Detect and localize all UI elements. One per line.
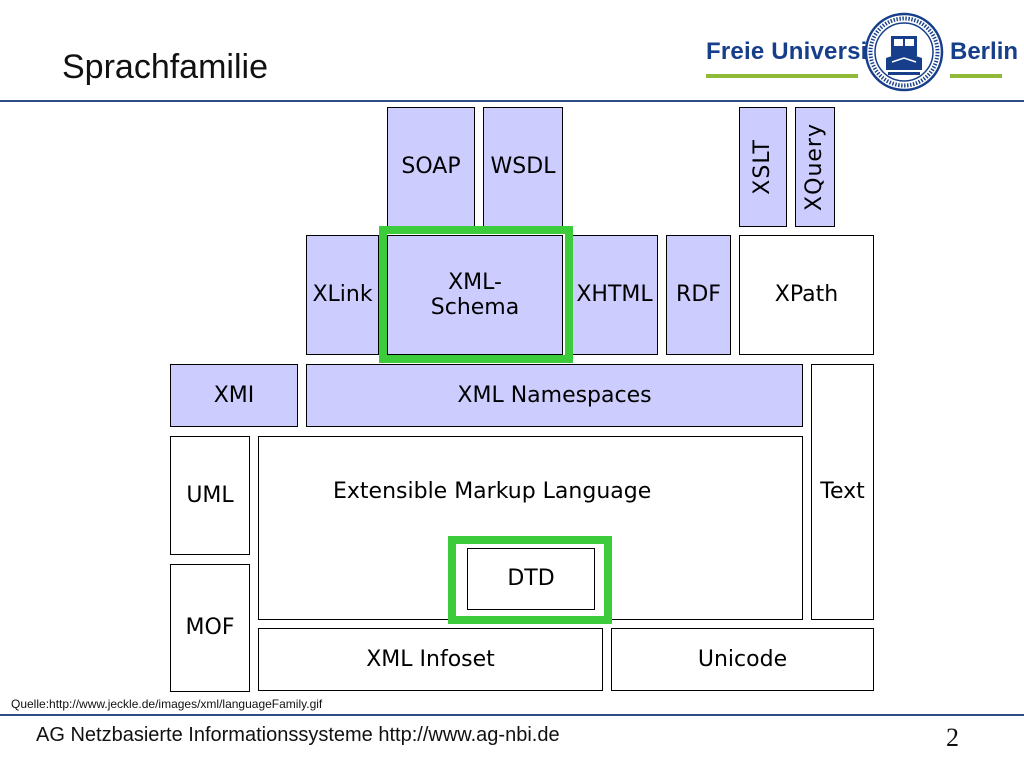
slide-title: Sprachfamilie [62,48,268,86]
header-rule [0,100,1024,102]
box-xml-namespaces: XML Namespaces [306,364,803,427]
label-text: Text [820,479,865,505]
box-xlink: XLink [306,235,379,355]
box-xml-schema: XML- Schema [387,235,563,355]
label-xml: Extensible Markup Language [333,479,652,504]
box-dtd: DTD [467,548,595,610]
label-rdf: RDF [676,282,721,308]
box-uml: UML [170,436,250,555]
box-xhtml: XHTML [571,235,658,355]
label-dtd: DTD [507,566,555,592]
label-xhtml: XHTML [576,282,653,308]
label-xlink: XLink [312,282,373,308]
label-wsdl: WSDL [490,154,556,180]
label-xslt: XSLT [750,139,776,195]
label-xml-schema-line1: XML- [448,269,502,295]
box-soap: SOAP [387,107,475,227]
source-citation: Quelle:http://www.jeckle.de/images/xml/l… [11,697,323,711]
label-xml-infoset: XML Infoset [366,646,495,672]
highlight-dtd [448,536,612,624]
box-wsdl: WSDL [483,107,563,227]
box-mof: MOF [170,564,250,692]
box-xmi: XMI [170,364,298,427]
highlight-xml-schema [379,226,573,363]
label-xquery: XQuery [802,123,828,211]
label-unicode: Unicode [697,646,788,672]
label-soap: SOAP [401,154,461,180]
box-rdf: RDF [666,235,731,355]
box-xpath: XPath [739,235,874,355]
box-xml-infoset: XML Infoset [258,628,603,691]
footer-rule [0,714,1024,716]
box-xquery: XQuery [795,107,835,227]
label-uml: UML [186,482,234,508]
label-xmi: XMI [213,382,255,408]
university-seal-icon [864,12,944,92]
label-mof: MOF [185,615,235,641]
label-xml-namespaces: XML Namespaces [457,382,652,408]
label-xpath: XPath [774,282,839,308]
label-xml-schema-line2: Schema [430,295,520,320]
fu-berlin-logo: Freie Universität Berlin [706,12,1018,92]
logo-word-berlin: Berlin [950,38,1019,65]
box-unicode: Unicode [611,628,874,691]
box-xslt: XSLT [739,107,787,227]
page-number: 2 [946,723,959,752]
logo-underline-left [706,74,858,78]
footer-text: AG Netzbasierte Informationssysteme http… [36,724,560,746]
box-text: Text [811,364,874,620]
logo-underline-right [950,74,1002,78]
